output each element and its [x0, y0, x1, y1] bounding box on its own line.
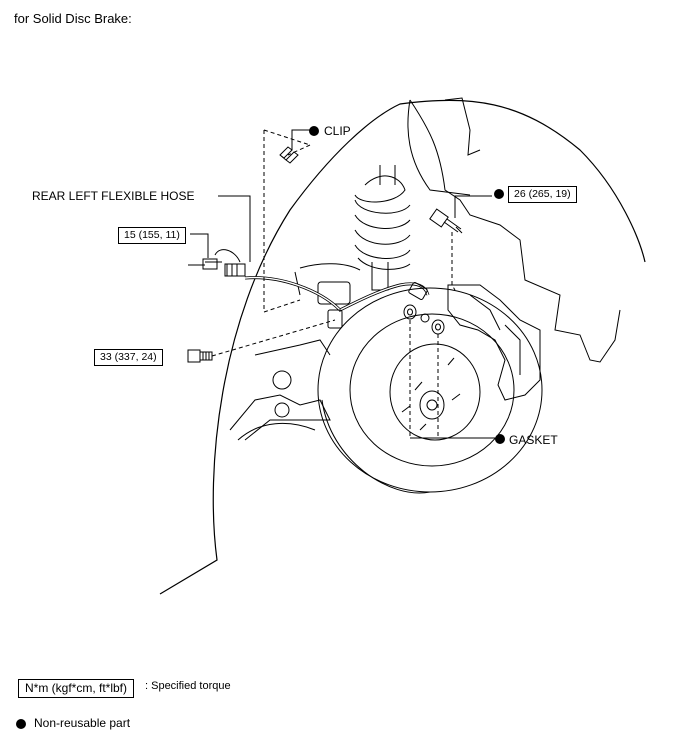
gasket-label: GASKET — [509, 433, 558, 447]
guide-lines — [211, 129, 456, 438]
gasket-bullet — [495, 434, 505, 444]
hose-fitting — [224, 263, 246, 277]
lower-arm — [229, 394, 331, 441]
union-bolt-part — [429, 208, 463, 234]
torque-box-union-bolt: 26 (265, 19) — [508, 186, 577, 203]
rear-left-flexible-hose-label: REAR LEFT FLEXIBLE HOSE — [32, 189, 195, 203]
torque-box-flare-nut: 15 (155, 11) — [118, 227, 186, 244]
flare-nut-leader — [190, 233, 209, 258]
strut-mount — [317, 281, 351, 305]
union-bolt-leader — [454, 195, 492, 218]
clip-bullet — [309, 126, 319, 136]
clip-label: CLIP — [324, 124, 351, 138]
brake-line — [188, 249, 241, 266]
flare-nut — [202, 258, 218, 270]
gasket-part-1 — [403, 304, 417, 320]
legend-torque-unit-box: N*m (kgf*cm, ft*lbf) — [18, 679, 135, 698]
gasket-part-2 — [431, 319, 445, 335]
inner-fender-panel — [409, 99, 621, 363]
brake-hose-path — [244, 276, 430, 312]
page-heading: for Solid Disc Brake: — [14, 11, 132, 26]
hose-bracket — [327, 309, 343, 329]
legend-torque-description: : Specified torque — [145, 680, 231, 692]
hose-leader — [218, 195, 251, 262]
union-bolt-bullet — [494, 189, 504, 199]
fender-arch — [159, 99, 646, 595]
legend-non-reusable-label: Non-reusable part — [34, 716, 131, 730]
coil-spring — [354, 165, 411, 270]
ball-joint — [272, 370, 292, 390]
torque-box-bracket-bolt: 33 (337, 24) — [94, 349, 163, 366]
clip-leader — [291, 129, 310, 150]
brake-caliper — [447, 284, 541, 401]
bracket-bolt-part — [187, 349, 213, 363]
brake-disc — [317, 287, 543, 494]
shock-absorber — [371, 262, 389, 291]
legend-non-reusable-bullet — [16, 719, 26, 729]
